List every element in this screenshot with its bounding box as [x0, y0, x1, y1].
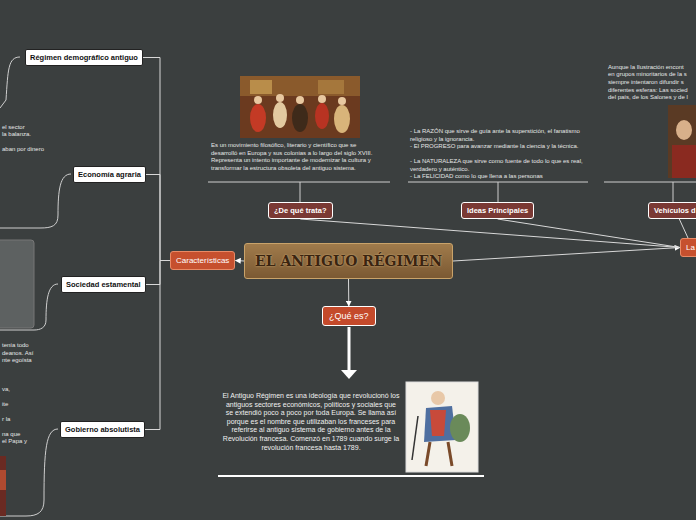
note-text: aban por dinero — [2, 146, 44, 154]
description-text: El Antiguo Régimen es una ideología que … — [222, 392, 400, 452]
portrait-picture — [0, 456, 6, 516]
arrow-head — [341, 370, 357, 379]
note-text: siempre intentaron difundir s — [608, 79, 684, 87]
stem — [498, 182, 499, 202]
node-text: Sociedad estamental — [66, 280, 141, 289]
arrow-shaft — [348, 327, 351, 370]
node-text: ¿Qué es? — [329, 311, 369, 321]
connector — [146, 261, 170, 285]
subtopic-box: Régimen demográfico antiguo — [25, 49, 143, 66]
underline — [604, 182, 696, 183]
connector — [348, 279, 349, 306]
topic-box: Ideas Principales — [461, 202, 534, 219]
caricature-picture — [406, 382, 478, 472]
connector — [235, 260, 244, 262]
central-topic: EL ANTIGUO RÉGIMEN — [244, 243, 453, 279]
topic-box: Vehículos d — [648, 202, 696, 219]
note-text: el sector — [2, 124, 25, 132]
node-text: EL ANTIGUO RÉGIMEN — [255, 253, 442, 269]
note-text: nte egoísta — [2, 357, 32, 365]
note-text: r la — [2, 416, 10, 424]
portrait-picture — [668, 105, 696, 178]
connector — [146, 175, 170, 261]
note-text: el Papa y — [2, 438, 27, 446]
note-text: diferentes esferas: Las socied — [608, 87, 688, 95]
note-text: la balanza. — [2, 131, 31, 139]
note-text: deanos. Así — [2, 350, 33, 358]
subtopic-box: Economía agraria — [73, 166, 146, 183]
node-text: Gobierno absolutista — [65, 425, 140, 434]
idea-item: - La NATURALEZA que sirve como fuente de… — [410, 158, 584, 173]
note-text: ite — [2, 401, 8, 409]
subtopic-box: Gobierno absolutista — [60, 421, 145, 438]
node-text: Economía agraria — [78, 170, 141, 179]
idea-item: - El PROGRESO para avanzar mediante la c… — [410, 143, 584, 151]
connector — [453, 248, 680, 262]
idea-item: - La FELICIDAD como lo que llena a las p… — [410, 173, 584, 181]
connector — [145, 261, 170, 430]
note-text: en grupos minoritarios de la s — [608, 71, 687, 79]
branch-box: ¿Qué es? — [322, 306, 376, 326]
branch-box: Características — [170, 251, 235, 270]
connector — [143, 58, 170, 261]
branch-line — [0, 57, 20, 108]
connector — [498, 219, 680, 248]
panel — [0, 240, 34, 328]
note-text: va, — [2, 386, 10, 394]
node-text: Características — [176, 256, 229, 265]
salon-painting — [240, 76, 360, 138]
connector — [679, 219, 688, 238]
node-text: Régimen demográfico antiguo — [30, 53, 138, 62]
idea-item: - La RAZÓN que sirve de guía ante la sup… — [410, 128, 584, 143]
branch-box: La — [680, 238, 696, 257]
subtopic-box: Sociedad estamental — [61, 276, 146, 293]
note-text: tenía todo — [2, 342, 29, 350]
note-text: Es un movimiento filosófico, literario y… — [211, 142, 383, 172]
node-text: Vehículos d — [654, 206, 696, 215]
branch-line — [0, 174, 71, 228]
underline — [218, 475, 484, 477]
topic-box: ¿De qué trata? — [268, 202, 333, 219]
node-text: La — [686, 243, 695, 252]
stem — [673, 182, 674, 202]
note-text: Aunque la Ilustración encont — [608, 64, 684, 72]
branch-line — [0, 429, 58, 516]
underline — [208, 182, 390, 183]
stem — [300, 182, 301, 202]
node-text: Ideas Principales — [467, 206, 528, 215]
node-text: ¿De qué trata? — [274, 206, 327, 215]
note-text: na que — [2, 431, 20, 439]
note-text: del país, de los Salones y de l — [608, 94, 688, 102]
